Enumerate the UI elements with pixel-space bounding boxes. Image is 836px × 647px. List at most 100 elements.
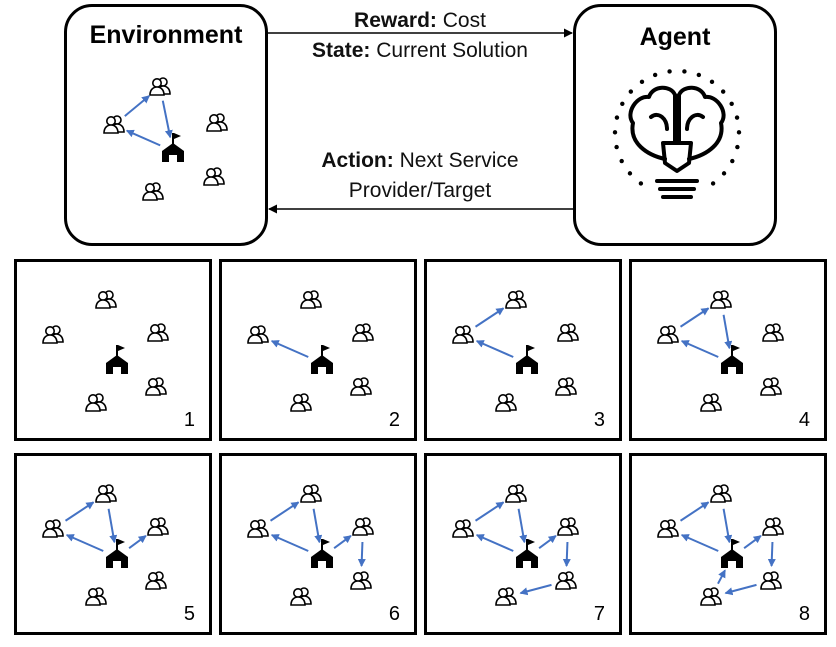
- customer-icon: [710, 290, 732, 309]
- customer-icon: [657, 519, 679, 538]
- state-key: State:: [312, 39, 371, 62]
- brain-split: [673, 93, 681, 143]
- route-arrow: [64, 501, 95, 522]
- customer-icon: [350, 377, 372, 396]
- action-key: Action:: [321, 149, 394, 172]
- route-arrow: [124, 95, 150, 117]
- halo-dot: [682, 69, 687, 74]
- customer-icon: [85, 587, 107, 606]
- customer-icon: [142, 182, 164, 201]
- house-flag-icon: [516, 539, 538, 568]
- house-flag-icon: [721, 345, 743, 374]
- customer-icon: [300, 484, 322, 503]
- halo-dot: [729, 101, 734, 106]
- environment-box: Environment: [64, 4, 268, 246]
- step-panel: 8: [629, 453, 827, 635]
- step-number: 8: [798, 603, 810, 625]
- customer-icon: [452, 325, 474, 344]
- route-arrow: [475, 340, 514, 358]
- lightbulb-brain-icon: [612, 69, 742, 199]
- halo-dot: [720, 89, 726, 94]
- route-arrow: [475, 534, 514, 552]
- customer-icon: [42, 519, 64, 538]
- customer-icon: [762, 323, 784, 342]
- route-arrow: [107, 508, 118, 544]
- halo-dot: [638, 181, 644, 186]
- house-flag-icon: [311, 345, 333, 374]
- route-arrow: [128, 535, 147, 549]
- halo-dot: [614, 144, 619, 150]
- customer-icon: [700, 393, 722, 412]
- halo-dot: [614, 115, 620, 120]
- customer-icon: [290, 393, 312, 412]
- customer-icon: [203, 167, 225, 186]
- step-graph: [42, 290, 169, 412]
- customer-icon: [149, 77, 171, 96]
- step-number: 4: [798, 409, 810, 431]
- reward-line: Reward: Cost: [270, 6, 570, 36]
- halo-dot: [628, 89, 634, 94]
- customer-icon: [42, 325, 64, 344]
- step-panel: 4: [629, 259, 827, 441]
- step-graph: [657, 484, 784, 606]
- step-number: 1: [183, 409, 195, 431]
- step-number: 7: [593, 603, 605, 625]
- halo-dot: [736, 130, 742, 135]
- customer-icon: [557, 517, 579, 536]
- customer-icon: [557, 323, 579, 342]
- route-arrow: [519, 583, 552, 596]
- customer-icon: [247, 325, 269, 344]
- agent-title: Agent: [639, 23, 711, 51]
- action-value-line1: Next Service: [399, 149, 519, 172]
- customer-icon: [147, 517, 169, 536]
- environment-title: Environment: [89, 21, 243, 49]
- brain-left: [628, 85, 677, 161]
- customer-icon: [300, 290, 322, 309]
- step-graph: [247, 484, 374, 606]
- route-arrow: [269, 501, 300, 522]
- route-arrow: [270, 534, 309, 552]
- route-arrow: [538, 535, 557, 549]
- route-arrow: [743, 535, 762, 549]
- customer-icon: [350, 571, 372, 590]
- route-arrow: [474, 501, 505, 522]
- route-arrow: [312, 508, 323, 544]
- halo-dot: [721, 171, 727, 176]
- customer-icon: [145, 377, 167, 396]
- customer-icon: [505, 484, 527, 503]
- step-graph: [452, 484, 579, 606]
- halo-dot: [696, 72, 702, 78]
- customer-icon: [760, 571, 782, 590]
- halo-dot: [619, 158, 624, 164]
- house-flag-icon: [721, 539, 743, 568]
- halo-dot: [734, 115, 740, 120]
- step-graph: [452, 290, 579, 412]
- customer-icon: [657, 325, 679, 344]
- customer-icon: [555, 571, 577, 590]
- step-graph: [247, 290, 374, 412]
- house-flag-icon: [311, 539, 333, 568]
- customer-icon: [85, 393, 107, 412]
- brain-right: [677, 85, 726, 161]
- halo-dot: [735, 144, 740, 150]
- halo-dot: [710, 181, 716, 186]
- reward-key: Reward:: [354, 9, 437, 32]
- route-arrow: [562, 541, 571, 568]
- step-panel: 2: [219, 259, 417, 441]
- step-panel: 5: [14, 453, 212, 635]
- halo-dot: [730, 158, 735, 164]
- route-arrow: [680, 534, 719, 552]
- route-arrow: [474, 307, 505, 328]
- customer-icon: [247, 519, 269, 538]
- route-arrow: [679, 501, 710, 522]
- route-arrow: [125, 129, 161, 147]
- step-panel: 6: [219, 453, 417, 635]
- state-value: Current Solution: [376, 39, 528, 62]
- house-flag-icon: [106, 345, 128, 374]
- route-arrow: [333, 535, 352, 549]
- route-arrow: [767, 541, 776, 568]
- route-arrow: [65, 534, 104, 552]
- customer-icon: [452, 519, 474, 538]
- action-line1: Action: Next Service: [270, 146, 570, 176]
- route-arrow: [517, 508, 528, 544]
